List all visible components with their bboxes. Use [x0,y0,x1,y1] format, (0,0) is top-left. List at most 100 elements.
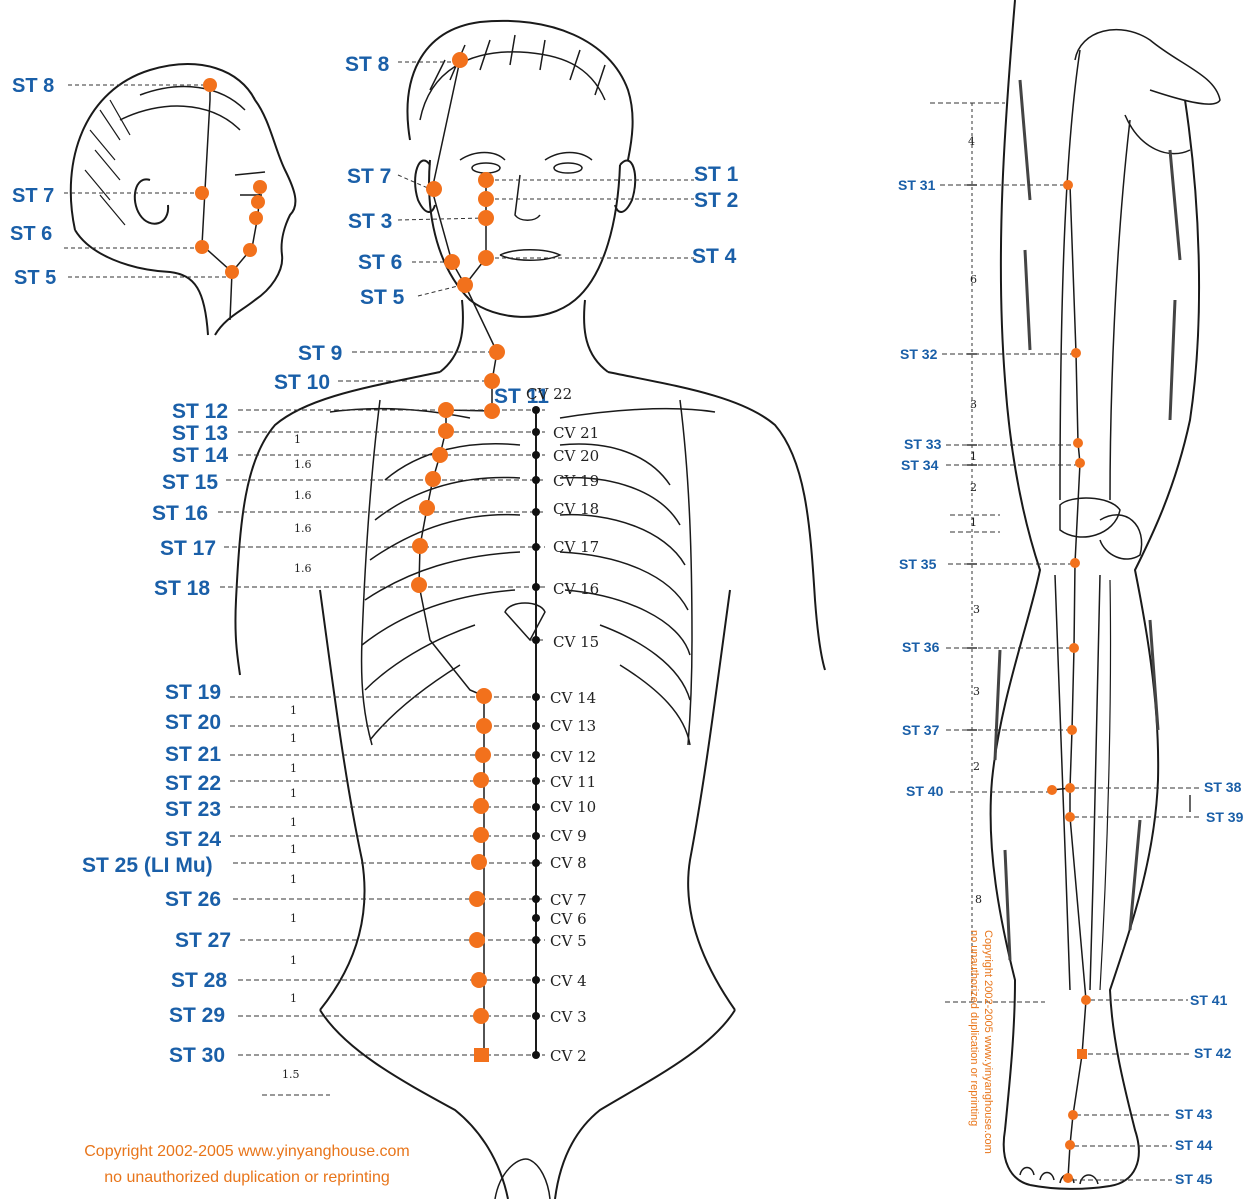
leg-label-st45: ST 45 [1175,1171,1213,1187]
torso-label-st25: ST 25 (LI Mu) [82,854,213,877]
leg-label-st31: ST 31 [898,177,936,193]
face-label-st7: ST 7 [347,165,391,188]
leg-illustration [991,0,1220,1189]
side-head-labels: ST 8 ST 7 ST 6 ST 5 [10,75,56,289]
leg-label-st43: ST 43 [1175,1106,1213,1122]
cv-label: CV 9 [550,827,587,845]
measure-label: 1 [290,732,297,745]
torso-label-st9: ST 9 [298,342,342,365]
measure-label: 1 [290,816,297,829]
leg-measure-label: 3 [973,685,980,698]
leg-label-st44: ST 44 [1175,1137,1213,1153]
copyright-line-1: Copyright 2002-2005 www.yinyanghouse.com [84,1143,410,1160]
cv-label: CV 5 [550,932,587,950]
leg-channel-line [1052,185,1086,1178]
face-label-st8: ST 8 [345,53,390,76]
leg-label-st41: ST 41 [1190,992,1228,1008]
leg-label-st42: ST 42 [1194,1045,1232,1061]
torso-label-st15: ST 15 [162,471,218,494]
measure-label: 1 [290,762,297,775]
cv-label: CV 10 [550,798,596,816]
face-label-st6: ST 6 [358,251,402,274]
leg-labels-left: ST 31 ST 32 ST 33 ST 34 ST 35 ST 36 ST 3… [898,177,944,799]
torso-label-st28: ST 28 [171,969,227,992]
copyright-line-2: no unauthorized duplication or reprintin… [104,1169,390,1186]
leg-label-st34: ST 34 [901,457,939,473]
measure-label: 1.6 [294,489,312,502]
measure-label: 1 [290,843,297,856]
face-labels: ST 8 ST 7 ST 3 ST 6 ST 5 ST 1 ST 2 ST 4 [345,53,739,309]
face-guide-lines [398,62,694,296]
cv-label: CV 4 [550,972,587,990]
torso-label-st12: ST 12 [172,400,228,423]
torso-measurements: 1 1.6 1.6 1.6 1.6 1 1 1 1 1 1 1 1 1 1 1.… [282,433,312,1081]
torso-label-st19: ST 19 [165,681,221,704]
torso-label-st24: ST 24 [165,828,221,851]
front-st-points [411,52,505,1062]
torso-labels: ST 9 ST 10 ST 11 ST 12 ST 13 ST 14 ST 15… [82,342,549,1067]
torso-label-st13: ST 13 [172,422,228,445]
leg-st-points [1047,180,1091,1183]
cv-label: CV 14 [550,689,596,707]
leg-measure-label: 1 [970,450,977,463]
side-head-label-st7: ST 7 [12,185,54,207]
side-head-label-st5: ST 5 [14,267,56,289]
cv-label: CV 2 [550,1047,587,1065]
leg-copyright-line-1: Copyright 2002-2005 www.yinyanghouse.com [982,930,994,1154]
measure-label: 1 [290,787,297,800]
torso-guide-lines [218,352,545,1095]
cv-label: CV 11 [550,773,596,791]
cv-label: CV 20 [553,447,599,465]
copyright-notice: Copyright 2002-2005 www.yinyanghouse.com… [84,1143,410,1186]
torso-label-st22: ST 22 [165,772,221,795]
cv-label: CV 13 [550,717,596,735]
face-label-st5: ST 5 [360,286,405,309]
leg-label-st35: ST 35 [899,556,937,572]
measure-label: 1.6 [294,458,312,471]
cv-label: CV 8 [550,854,587,872]
torso-label-st20: ST 20 [165,711,221,734]
torso-label-st14: ST 14 [172,444,228,467]
cv-label: CV 12 [550,748,596,766]
measure-label: 1.6 [294,522,312,535]
measure-label: 1 [290,704,297,717]
leg-measure-label: 2 [970,481,977,494]
leg-label-st37: ST 37 [902,722,940,738]
cv-label: CV 18 [553,500,599,518]
measure-label: 1 [290,873,297,886]
side-head-label-st8: ST 8 [12,75,54,97]
leg-label-st39: ST 39 [1206,809,1244,825]
measure-label: 1 [294,433,301,446]
leg-label-st38: ST 38 [1204,779,1242,795]
measure-label: 1 [290,954,297,967]
leg-copyright-notice: Copyright 2002-2005 www.yinyanghouse.com… [968,930,994,1154]
face-label-st4: ST 4 [692,245,737,268]
leg-label-st36: ST 36 [902,639,940,655]
leg-label-st32: ST 32 [900,346,938,362]
leg-label-st40: ST 40 [906,783,944,799]
cv-label: CV 19 [553,472,599,490]
leg-labels-right: ST 38 ST 39 ST 41 ST 42 ST 43 ST 44 ST 4… [1175,779,1244,1187]
side-head-label-st6: ST 6 [10,223,52,245]
leg-measure-label: 8 [975,893,982,906]
measure-label: 1.6 [294,562,312,575]
cv-label: CV 15 [553,633,599,651]
torso-label-st18: ST 18 [154,577,210,600]
cv-label: CV 7 [550,891,587,909]
torso-label-st21: ST 21 [165,743,221,766]
leg-measure-label: 2 [973,760,980,773]
face-label-st2: ST 2 [694,189,738,212]
torso-label-st26: ST 26 [165,888,221,911]
leg-measure-label: 1 [970,516,977,529]
leg-measure-label: 3 [970,398,977,411]
torso-label-st27: ST 27 [175,929,231,952]
leg-measurements: 4 6 3 1 2 1 3 3 2 8 [968,135,982,906]
leg-measure-label: 4 [968,135,975,148]
face-label-st1: ST 1 [694,163,739,186]
torso-label-st29: ST 29 [169,1004,225,1027]
cv-label: CV 6 [550,910,587,928]
torso-label-st10: ST 10 [274,371,330,394]
torso-label-st17: ST 17 [160,537,216,560]
